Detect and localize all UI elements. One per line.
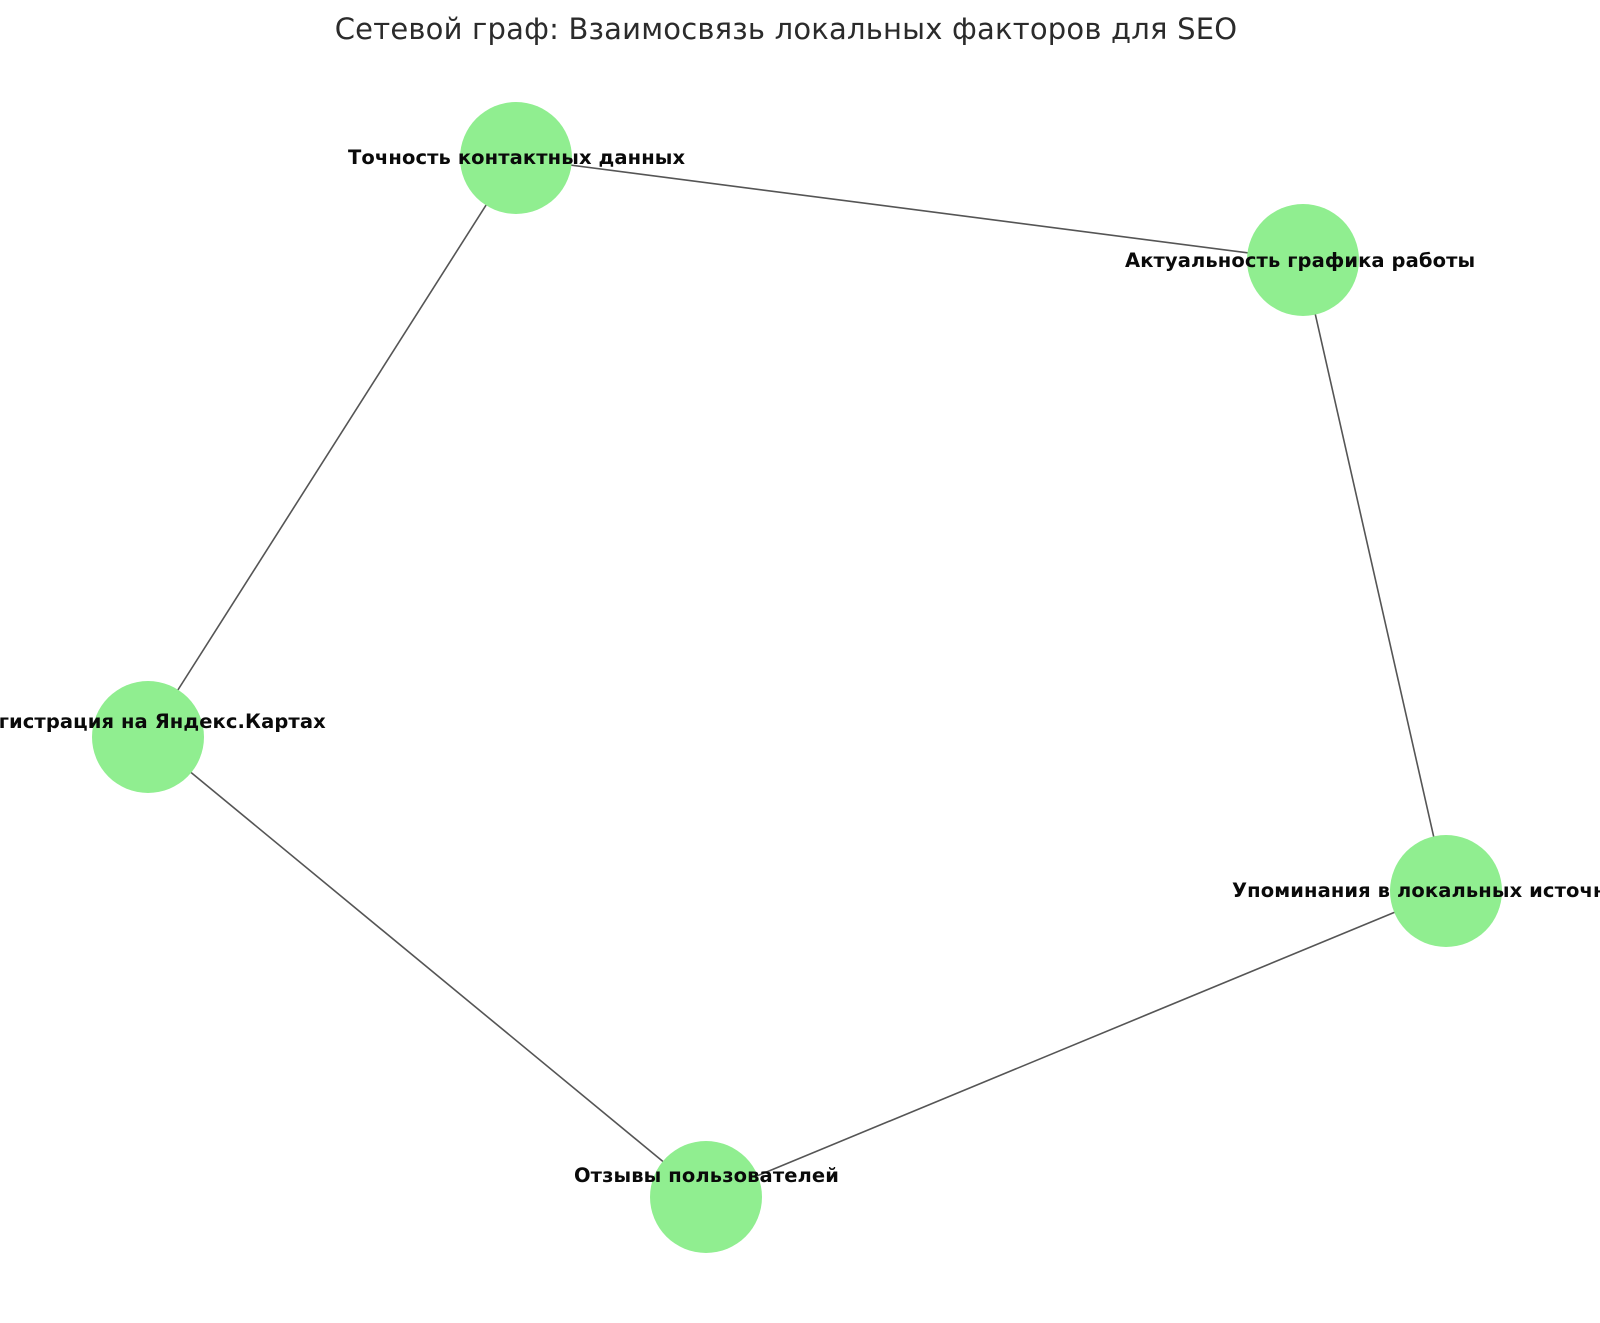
graph-node-reviews[interactable]	[650, 1141, 762, 1253]
graph-node-schedule[interactable]	[1247, 204, 1359, 316]
graph-edges	[147, 157, 1447, 1198]
graph-node-yandex_maps[interactable]	[92, 681, 204, 793]
graph-edge	[705, 890, 1447, 1198]
graph-node-contacts[interactable]	[460, 102, 572, 214]
graph-edge	[1302, 259, 1447, 892]
graph-edge	[147, 157, 517, 738]
page-title: Сетевой граф: Взаимосвязь локальных факт…	[334, 12, 1238, 46]
graph-node-local_mentions[interactable]	[1390, 835, 1502, 947]
graph-edge	[515, 157, 1304, 261]
graph-edge	[147, 736, 707, 1198]
